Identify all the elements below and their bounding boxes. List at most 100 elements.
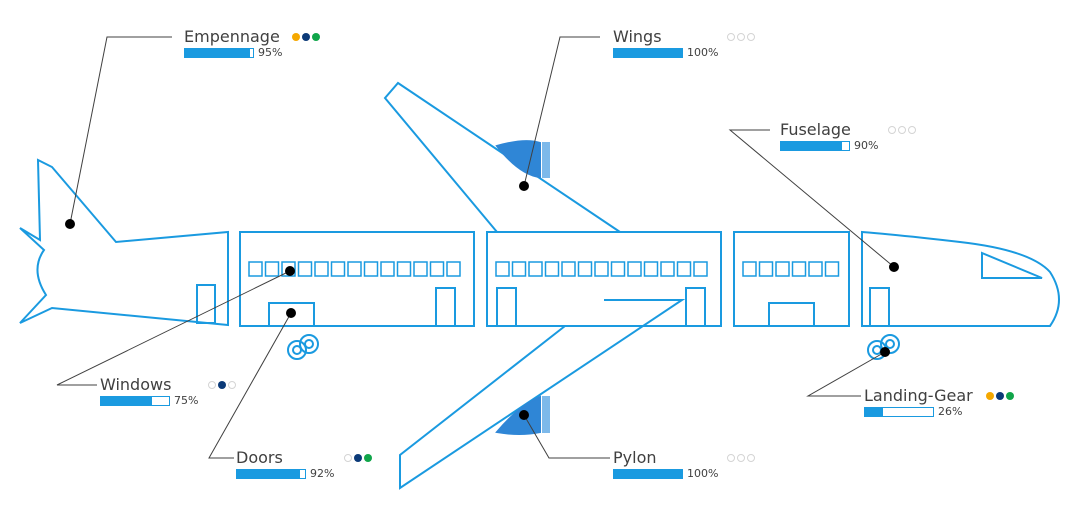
landing-gear-status-dot-3 <box>1006 392 1014 400</box>
pylon-marker[interactable] <box>519 410 529 420</box>
component-empennage-percent: 95% <box>258 46 283 59</box>
fuselage-leader-line <box>728 129 895 268</box>
wings-marker[interactable] <box>519 181 529 191</box>
cabin-2-window <box>577 261 593 277</box>
pylon-status-dot-2 <box>737 454 745 462</box>
cabin-2-window <box>495 261 510 277</box>
component-doors-label: Doors <box>236 448 283 467</box>
empennage-status-dot-1 <box>292 33 300 41</box>
component-doors-percent: 92% <box>310 467 335 480</box>
component-pylon-percent: 100% <box>687 467 719 480</box>
landing-gear-status-dot-1 <box>986 392 994 400</box>
lower-engine <box>495 395 541 435</box>
cabin-2-window <box>594 261 609 277</box>
component-windows-status-dots <box>208 381 238 391</box>
cabin-section-3 <box>733 231 850 327</box>
cabin-3-window <box>808 261 823 277</box>
component-fuselage-status-dots <box>888 126 918 136</box>
wings-status-dot-2 <box>737 33 745 41</box>
cockpit-window <box>981 251 1043 279</box>
component-empennage[interactable]: Empennage 95% <box>184 28 354 64</box>
upper-engine <box>495 140 541 179</box>
fuselage-status-dot-3 <box>908 126 916 134</box>
cabin-1-window <box>347 261 362 277</box>
cabin-1-window <box>248 261 263 277</box>
empennage-leader-line <box>69 36 172 225</box>
upper-wing-outline <box>383 81 621 233</box>
cabin-2-window <box>693 261 708 277</box>
cabin-1-window <box>281 261 296 277</box>
cabin-2-door-left <box>496 287 517 327</box>
component-landing-gear[interactable]: Landing-Gear 26% <box>864 387 1034 423</box>
cabin-3-window <box>791 261 807 277</box>
cabin-2-window <box>643 261 659 277</box>
cabin-3-window <box>742 261 757 277</box>
component-landing-gear-progress-bar <box>864 407 934 417</box>
cabin-2-window <box>528 261 543 277</box>
component-fuselage-label: Fuselage <box>780 120 851 139</box>
windows-status-dot-2 <box>218 381 226 389</box>
doors-leader-line <box>208 312 292 459</box>
cabin-2-window <box>544 261 560 277</box>
cabin-1-window <box>446 261 461 277</box>
cabin-2-window <box>561 261 576 277</box>
doors-marker[interactable] <box>286 308 296 318</box>
cabin-2-window <box>627 261 642 277</box>
cabin-1-door-right <box>435 287 456 327</box>
cabin-section-2 <box>486 231 722 327</box>
pylon-leader-line <box>523 414 610 459</box>
component-pylon[interactable]: Pylon 100% <box>613 449 783 485</box>
windows-status-dot-1 <box>208 381 216 389</box>
component-pylon-label: Pylon <box>613 448 657 467</box>
doors-status-dot-2 <box>354 454 362 462</box>
tail-section-outline <box>19 158 229 327</box>
wings-leader-line <box>523 36 600 187</box>
component-landing-gear-percent: 26% <box>938 405 963 418</box>
cabin-2-window <box>660 261 675 277</box>
upper-engine-intake <box>542 142 550 178</box>
component-wings-status-dots <box>727 33 757 43</box>
component-wings-label: Wings <box>613 27 662 46</box>
cabin-2-window <box>610 261 626 277</box>
cabin-2-door-right <box>685 287 706 327</box>
cabin-section-1 <box>239 231 475 327</box>
doors-status-dot-1 <box>344 454 352 462</box>
wings-status-dot-1 <box>727 33 735 41</box>
component-empennage-label: Empennage <box>184 27 280 46</box>
cabin-3-window <box>758 261 774 277</box>
fuselage-status-dot-2 <box>898 126 906 134</box>
cabin-2-window <box>511 261 527 277</box>
pylon-status-dot-3 <box>747 454 755 462</box>
cabin-1-window <box>363 261 379 277</box>
windows-marker[interactable] <box>285 266 295 276</box>
cabin-1-window <box>314 261 329 277</box>
component-landing-gear-label: Landing-Gear <box>864 386 973 405</box>
component-fuselage-percent: 90% <box>854 139 879 152</box>
nose-section-outline <box>861 230 1060 327</box>
landing-gear-marker[interactable] <box>880 347 890 357</box>
cabin-1-window <box>330 261 346 277</box>
main-landing-gear <box>287 334 319 360</box>
component-wings[interactable]: Wings 100% <box>613 28 783 64</box>
cabin-1-window <box>413 261 428 277</box>
windows-status-dot-3 <box>228 381 236 389</box>
pylon-status-dot-1 <box>727 454 735 462</box>
component-empennage-status-dots <box>292 33 322 43</box>
component-fuselage[interactable]: Fuselage 90% <box>780 121 950 157</box>
lower-wing-outline <box>399 299 686 490</box>
component-doors-progress-bar <box>236 469 306 479</box>
empennage-status-dot-3 <box>312 33 320 41</box>
empennage-marker[interactable] <box>65 219 75 229</box>
component-fuselage-progress-bar <box>780 141 850 151</box>
component-doors[interactable]: Doors 92% <box>236 449 406 485</box>
component-empennage-progress-bar <box>184 48 254 58</box>
component-windows[interactable]: Windows 75% <box>100 376 270 412</box>
fuselage-marker[interactable] <box>889 262 899 272</box>
empennage-status-dot-2 <box>302 33 310 41</box>
tail-door <box>196 284 216 324</box>
cabin-1-window <box>264 261 280 277</box>
cabin-1-window <box>429 261 445 277</box>
cabin-1-window <box>380 261 395 277</box>
component-windows-progress-bar <box>100 396 170 406</box>
